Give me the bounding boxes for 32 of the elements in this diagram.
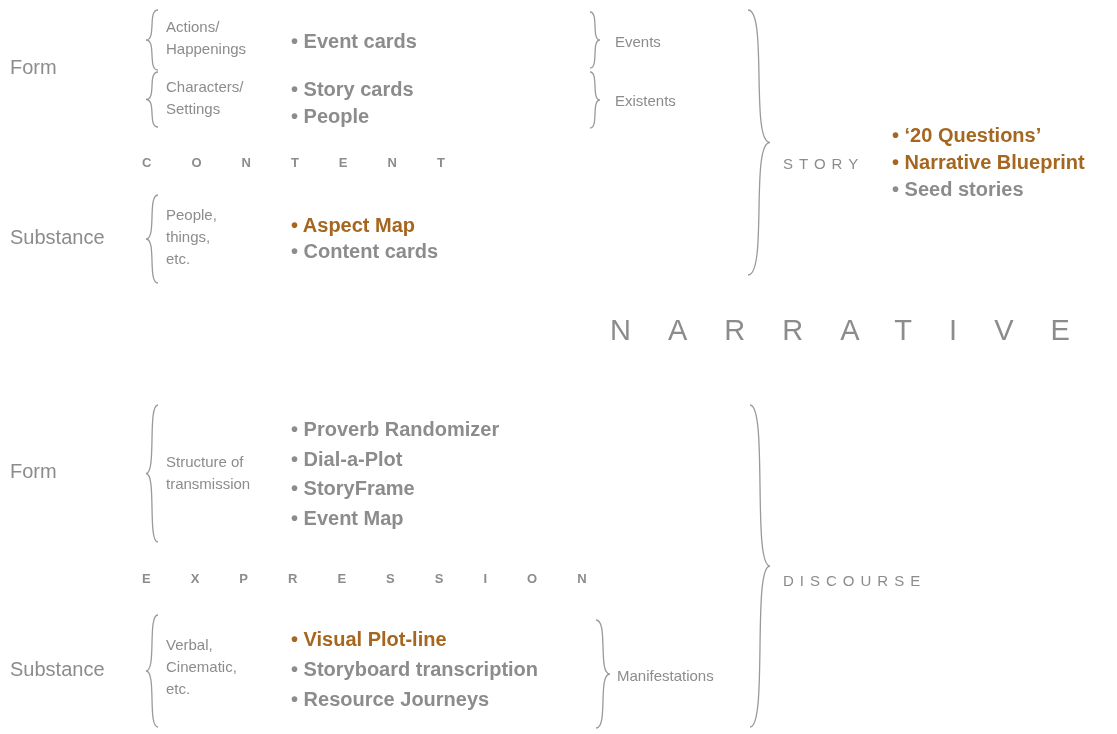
tool-item: • Event cards	[291, 29, 417, 54]
tool-item: • People	[291, 104, 370, 129]
row-heading: Substance	[10, 657, 105, 682]
category-note: Existents	[615, 91, 676, 111]
category-note: Structure of transmission	[166, 452, 252, 494]
tool-item: • Narrative Blueprint	[892, 150, 1085, 175]
tool-item: • Seed stories	[892, 177, 1024, 202]
category-note: Events	[615, 32, 661, 52]
tool-item: • Aspect Map	[291, 213, 416, 238]
section-heading: EXPRESSION	[142, 570, 627, 588]
row-heading: Substance	[10, 225, 105, 250]
category-note: Characters/ Settings	[166, 77, 245, 119]
section-heading: CONTENT	[142, 154, 485, 172]
tool-item: • StoryFrame	[291, 476, 415, 501]
category-note: People, things, etc.	[166, 205, 218, 269]
category-note: Actions/ Happenings	[166, 17, 248, 59]
tool-item: • ‘20 Questions’	[892, 123, 1042, 148]
category-note: Manifestations	[617, 666, 714, 686]
row-heading: Form	[10, 459, 57, 484]
level-label: DISCOURSE	[783, 571, 927, 591]
tool-item: • Event Map	[291, 506, 404, 531]
tool-item: • Story cards	[291, 77, 414, 102]
level-label: STORY	[783, 154, 865, 174]
tool-item: • Storyboard transcription	[291, 657, 539, 682]
main-heading: NARRATIVE	[610, 313, 1107, 348]
row-heading: Form	[10, 55, 57, 80]
tool-item: • Content cards	[291, 239, 439, 264]
tool-item: • Proverb Randomizer	[291, 417, 500, 442]
tool-item: • Resource Journeys	[291, 687, 490, 712]
category-note: Verbal, Cinematic, etc.	[166, 635, 238, 699]
tool-item: • Visual Plot-line	[291, 627, 447, 652]
tool-item: • Dial-a-Plot	[291, 447, 403, 472]
